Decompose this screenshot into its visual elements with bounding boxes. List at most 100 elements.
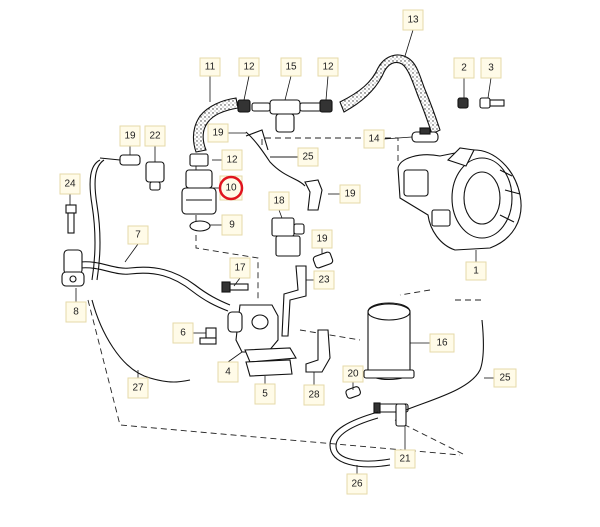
svg-text:8: 8 <box>73 307 79 318</box>
svg-text:21: 21 <box>399 454 411 465</box>
svg-text:28: 28 <box>308 390 320 401</box>
svg-text:5: 5 <box>262 389 268 400</box>
svg-text:6: 6 <box>180 328 186 339</box>
part-18-solenoid <box>271 217 305 257</box>
callout-19-a: 19 <box>119 125 141 147</box>
part-14-clamp <box>411 127 439 143</box>
svg-text:14: 14 <box>368 134 380 145</box>
part-21-tee <box>373 402 409 427</box>
hose-13 <box>339 54 441 135</box>
svg-text:20: 20 <box>347 369 359 380</box>
svg-text:2: 2 <box>461 63 467 74</box>
part-4-body <box>227 304 297 363</box>
hose-19-c <box>304 179 323 211</box>
svg-text:10: 10 <box>225 183 237 194</box>
callout-26: 26 <box>346 473 368 495</box>
svg-text:12: 12 <box>243 62 255 73</box>
svg-text:25: 25 <box>302 152 314 163</box>
callout-14: 14 <box>363 129 385 149</box>
svg-text:26: 26 <box>351 479 363 490</box>
callout-20: 20 <box>342 365 364 383</box>
callout-16: 16 <box>429 333 455 353</box>
bracket-28 <box>305 329 331 373</box>
callout-12-b: 12 <box>317 57 339 77</box>
svg-text:19: 19 <box>316 234 328 245</box>
callout-24: 24 <box>59 173 81 195</box>
hose-19-b <box>245 131 306 187</box>
callout-25-a: 25 <box>297 147 319 167</box>
svg-text:11: 11 <box>205 62 216 73</box>
callout-18: 18 <box>268 191 290 211</box>
svg-text:15: 15 <box>285 62 297 73</box>
part-17-bolt <box>221 281 249 293</box>
callout-27: 27 <box>127 377 149 399</box>
svg-text:18: 18 <box>273 196 285 207</box>
callout-3: 3 <box>480 57 502 79</box>
part-22-filter <box>145 161 165 191</box>
callout-8: 8 <box>65 301 87 323</box>
highlight-ring <box>218 175 244 201</box>
callout-12-a: 12 <box>238 57 260 77</box>
svg-text:25: 25 <box>499 373 511 384</box>
part-3-stud <box>479 97 505 109</box>
callout-11: 11 <box>199 57 221 77</box>
part-1-air-pump <box>397 147 522 251</box>
part-15-valve <box>251 99 327 133</box>
hose-19-d <box>312 251 334 269</box>
svg-text:16: 16 <box>436 338 448 349</box>
svg-text:19: 19 <box>124 131 136 142</box>
svg-text:12: 12 <box>322 62 334 73</box>
callouts: 1 2 3 4 5 6 7 8 9 10 11 12 12 12 13 14 1… <box>59 9 517 495</box>
gasket-5 <box>245 359 293 377</box>
hose-19-a <box>119 154 141 166</box>
hose-20 <box>345 386 361 399</box>
svg-text:7: 7 <box>135 230 141 241</box>
callout-22: 22 <box>144 125 166 147</box>
callout-19-c: 19 <box>339 184 361 204</box>
callout-17: 17 <box>229 257 251 279</box>
svg-text:22: 22 <box>149 131 161 142</box>
svg-text:24: 24 <box>64 179 76 190</box>
pipe-7 <box>79 261 231 306</box>
svg-text:9: 9 <box>229 220 235 231</box>
callout-7: 7 <box>127 225 149 245</box>
callout-21: 21 <box>394 449 416 469</box>
bracket-23 <box>281 265 307 337</box>
callout-13: 13 <box>402 9 424 31</box>
hose-26 <box>329 411 391 468</box>
svg-text:13: 13 <box>407 15 419 26</box>
callout-28: 28 <box>303 384 325 406</box>
svg-text:1: 1 <box>473 266 479 277</box>
svg-text:27: 27 <box>132 383 144 394</box>
callout-19-d: 19 <box>311 229 333 249</box>
svg-text:12: 12 <box>226 155 238 166</box>
svg-text:3: 3 <box>488 63 494 74</box>
callout-2: 2 <box>453 57 475 79</box>
callout-9: 9 <box>221 214 243 236</box>
callout-6: 6 <box>172 322 194 344</box>
callout-10: 10 <box>218 175 244 201</box>
clamp-12-c <box>189 153 209 167</box>
svg-text:23: 23 <box>318 275 330 286</box>
part-10-valve <box>181 169 217 215</box>
callout-5: 5 <box>254 383 276 405</box>
part-8-bracket <box>61 249 85 287</box>
svg-text:4: 4 <box>225 367 231 378</box>
part-6-bolt <box>199 327 217 345</box>
clamp-12-b <box>319 99 333 113</box>
svg-text:19: 19 <box>344 189 356 200</box>
callout-19-b: 19 <box>207 123 229 143</box>
svg-text:17: 17 <box>234 263 246 274</box>
svg-text:19: 19 <box>212 128 224 139</box>
pipe-27 <box>89 159 101 281</box>
hose-25-a <box>245 129 269 151</box>
leader-lines <box>69 29 494 474</box>
callout-15: 15 <box>280 57 302 77</box>
callout-12-c: 12 <box>221 149 243 171</box>
callout-4: 4 <box>217 361 239 383</box>
part-16-canister <box>363 302 415 381</box>
callout-1: 1 <box>465 261 487 281</box>
part-2-nut <box>457 97 469 109</box>
